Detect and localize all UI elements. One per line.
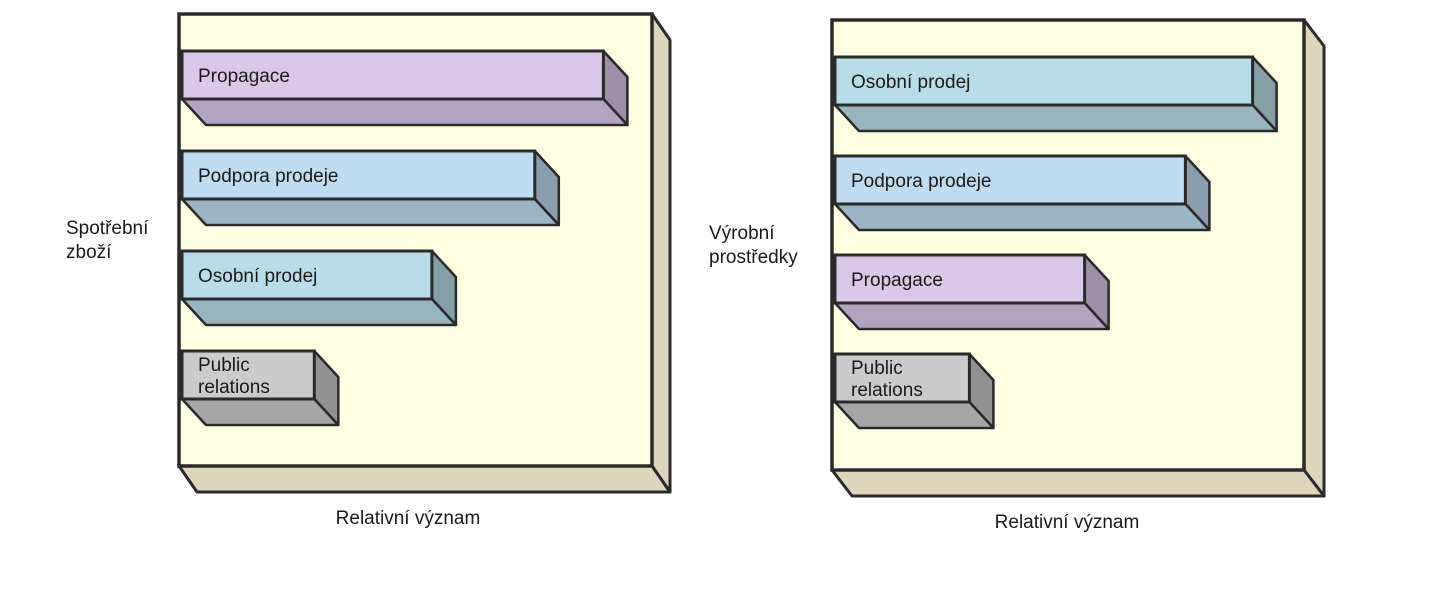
bar-label: Podpora prodeje — [198, 166, 339, 187]
group-label-line: Spotřební — [66, 218, 149, 239]
bar-bottom — [833, 301, 1110, 331]
bar-label-line: Propagace — [198, 66, 290, 87]
bar-3: Propagace — [833, 253, 1110, 331]
group-label-line: zboží — [66, 242, 112, 263]
bar-label-line: relations — [851, 380, 923, 401]
bar-label-line: Public — [851, 358, 903, 379]
bar-2: Podpora prodeje — [180, 149, 561, 227]
bar-bottom — [180, 297, 458, 327]
bar-bottom — [180, 97, 629, 127]
bar-bottom — [180, 397, 340, 427]
bar-3: Osobní prodej — [180, 249, 458, 327]
group-label: Spotřební zboží — [66, 218, 149, 263]
bar-front — [833, 55, 1255, 107]
bar-label: Propagace — [198, 66, 290, 87]
bar-front — [833, 154, 1187, 206]
bar-front — [833, 253, 1087, 305]
bar-label-line: Osobní prodej — [851, 72, 970, 93]
panel-bottom-edge — [830, 468, 1326, 498]
bar-label-line: Podpora prodeje — [851, 171, 992, 192]
group-label: Výrobní prostředky — [709, 223, 798, 268]
bar-label-line: Propagace — [851, 270, 943, 291]
group-label-line: Výrobní — [709, 223, 775, 244]
bar-1: Osobní prodej — [833, 55, 1278, 133]
bar-bottom — [180, 197, 561, 227]
bar-1: Propagace — [180, 49, 629, 127]
bar-label: Osobní prodej — [851, 72, 970, 93]
bar-label-line: Osobní prodej — [198, 266, 317, 287]
panel-right-edge — [1302, 18, 1326, 498]
bar-front — [180, 49, 605, 101]
bar-label: Propagace — [851, 270, 943, 291]
bar-label: Osobní prodej — [198, 266, 317, 287]
group-label-line: prostředky — [709, 247, 798, 268]
x-axis-label: Relativní význam — [336, 508, 481, 529]
bar-label-line: relations — [198, 377, 270, 398]
bar-bottom — [833, 202, 1211, 232]
bar-front — [833, 352, 971, 404]
bar-label-line: Podpora prodeje — [198, 166, 339, 187]
bar-label: Podpora prodeje — [851, 171, 992, 192]
bar-bottom — [833, 400, 995, 430]
bar-front — [180, 149, 537, 201]
x-axis-label: Relativní význam — [995, 512, 1140, 533]
bar-2: Podpora prodeje — [833, 154, 1211, 232]
panel-right-edge — [650, 12, 672, 494]
bar-front — [180, 249, 434, 301]
bar-bottom — [833, 103, 1278, 133]
bar-label-line: Public — [198, 355, 250, 376]
bar-front — [180, 349, 316, 401]
panel-bottom-edge — [177, 464, 672, 494]
